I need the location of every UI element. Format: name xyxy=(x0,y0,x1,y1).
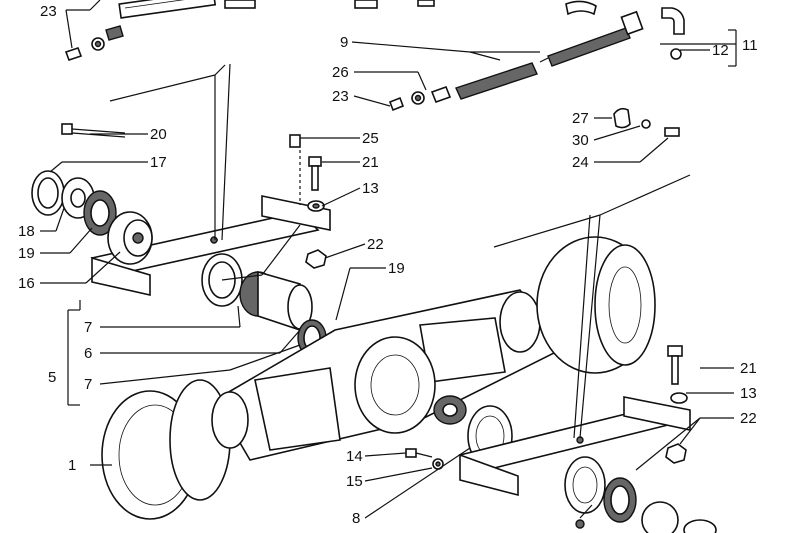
label-24: 24 xyxy=(572,154,589,171)
seal-17 xyxy=(31,170,65,216)
lower-support-bracket xyxy=(458,396,691,497)
nut-22-upper xyxy=(305,249,327,269)
lower-right-bearings xyxy=(564,456,717,533)
callout-labels: 23 9 11 12 26 23 27 30 24 20 25 17 21 13… xyxy=(18,3,758,527)
label-13-lower: 13 xyxy=(740,385,757,402)
left-brake-drum xyxy=(101,379,249,520)
label-30: 30 xyxy=(572,132,589,149)
bolt-21-upper xyxy=(308,156,322,191)
sleeve-6 xyxy=(239,270,313,332)
right-wheel-hub xyxy=(499,236,656,374)
label-19-left: 19 xyxy=(18,245,35,262)
label-13-upper: 13 xyxy=(362,180,379,197)
label-7-upper: 7 xyxy=(84,319,92,336)
label-23-top: 23 xyxy=(40,3,57,20)
nut-22-lower xyxy=(665,443,687,464)
label-21-lower: 21 xyxy=(740,360,757,377)
washer-13-upper xyxy=(307,200,325,212)
label-21-upper: 21 xyxy=(362,154,379,171)
elbow-fitting-11 xyxy=(661,7,685,60)
clip-27 xyxy=(613,107,680,137)
label-23-middle: 23 xyxy=(332,88,349,105)
label-11: 11 xyxy=(742,37,758,54)
label-22-lower: 22 xyxy=(740,410,757,427)
axle-housing xyxy=(213,289,562,461)
label-14: 14 xyxy=(346,448,363,465)
label-7-lower: 7 xyxy=(84,376,92,393)
label-5: 5 xyxy=(48,369,56,386)
label-26: 26 xyxy=(332,64,349,81)
hose-9 xyxy=(388,10,644,112)
label-17: 17 xyxy=(150,154,167,171)
label-16: 16 xyxy=(18,275,35,292)
bearing-19 xyxy=(83,190,117,236)
label-18: 18 xyxy=(18,223,35,240)
label-22-upper: 22 xyxy=(367,236,384,253)
label-25: 25 xyxy=(362,130,379,147)
label-9: 9 xyxy=(340,34,348,51)
label-8: 8 xyxy=(352,510,360,527)
hub-16 xyxy=(107,211,153,265)
stud-25 xyxy=(289,134,301,148)
label-27: 27 xyxy=(572,110,589,127)
bolt-14 xyxy=(405,448,433,458)
label-12: 12 xyxy=(712,42,729,59)
bolt-20 xyxy=(61,123,126,138)
leader-lines xyxy=(40,0,737,519)
washer-13-lower xyxy=(670,392,688,404)
label-19-central: 19 xyxy=(388,260,405,277)
label-6: 6 xyxy=(84,345,92,362)
label-20: 20 xyxy=(150,126,167,143)
top-fitting-right xyxy=(354,0,597,16)
top-left-hose xyxy=(64,0,256,62)
label-15: 15 xyxy=(346,473,363,490)
upper-support-bracket xyxy=(90,195,331,296)
label-1: 1 xyxy=(68,457,76,474)
bolt-21-lower xyxy=(667,345,683,385)
